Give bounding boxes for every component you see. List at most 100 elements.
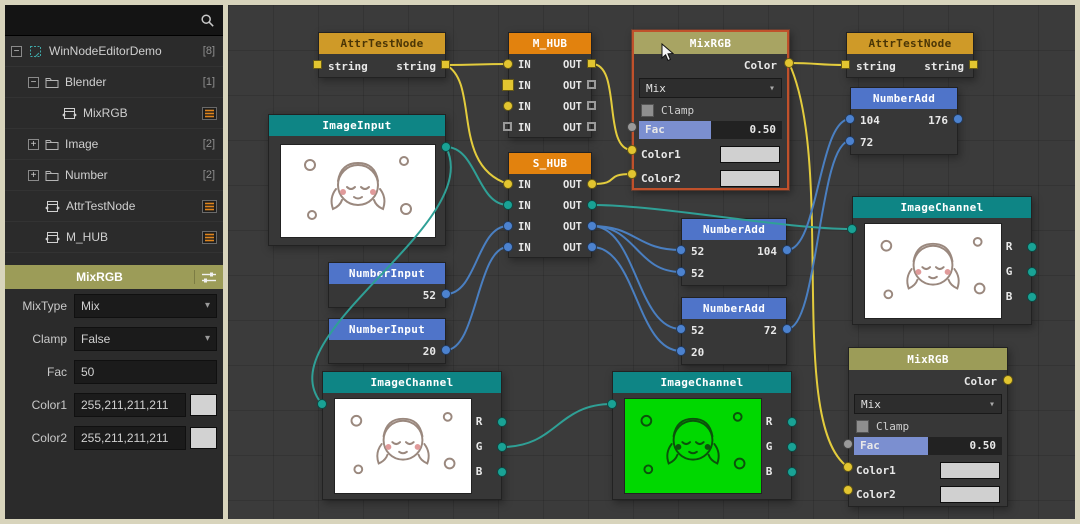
- node-imgin[interactable]: ImageInput: [268, 114, 446, 246]
- socket-blue[interactable]: [503, 242, 513, 252]
- socket-teal[interactable]: [1027, 292, 1037, 302]
- color-swatch[interactable]: [940, 461, 1000, 479]
- socket-yellow[interactable]: [503, 101, 513, 111]
- socket-blue[interactable]: [676, 245, 686, 255]
- socket-gray[interactable]: [843, 439, 853, 449]
- socket-teal[interactable]: [317, 399, 327, 409]
- socket-blue[interactable]: [676, 324, 686, 334]
- socket-yellow[interactable]: [627, 145, 637, 155]
- socket-blue[interactable]: [587, 221, 597, 231]
- hub-badge-icon[interactable]: [202, 230, 217, 244]
- socket-yellow[interactable]: [969, 60, 978, 69]
- hub-badge-icon[interactable]: [202, 199, 217, 213]
- socket-teal[interactable]: [497, 417, 507, 427]
- tree-item-mixrgb[interactable]: MixRGB: [5, 98, 223, 129]
- socket-gray[interactable]: [587, 80, 596, 89]
- sliders-icon[interactable]: [194, 270, 218, 284]
- node-header[interactable]: NumberAdd: [851, 88, 957, 109]
- tree-item-blender[interactable]: −Blender[1]: [5, 67, 223, 98]
- expander-icon[interactable]: −: [11, 45, 22, 57]
- socket-teal[interactable]: [787, 467, 797, 477]
- node-header[interactable]: M_HUB: [509, 33, 591, 54]
- socket-blue[interactable]: [782, 245, 792, 255]
- node-header[interactable]: ImageChannel: [613, 372, 791, 393]
- socket-yellow[interactable]: [441, 60, 450, 69]
- socket-teal[interactable]: [607, 399, 617, 409]
- socket-teal[interactable]: [1027, 267, 1037, 277]
- socket-blue[interactable]: [441, 345, 451, 355]
- socket-blue[interactable]: [441, 289, 451, 299]
- socket-gray[interactable]: [587, 101, 596, 110]
- socket-teal[interactable]: [787, 442, 797, 452]
- socket-yellow[interactable]: [587, 59, 596, 68]
- tree-item-winnodeeditordemo[interactable]: −WinNodeEditorDemo[8]: [5, 36, 223, 67]
- socket-yellow[interactable]: [843, 485, 853, 495]
- node-header[interactable]: NumberAdd: [682, 219, 786, 240]
- color-swatch[interactable]: [190, 393, 217, 416]
- property-field-color2[interactable]: 255,211,211,211: [74, 425, 186, 450]
- socket-yellow[interactable]: [627, 169, 637, 179]
- socket-yellow[interactable]: [503, 179, 513, 189]
- blend-mode-select[interactable]: Mix▾: [639, 78, 782, 98]
- socket-blue[interactable]: [676, 267, 686, 277]
- socket-blue[interactable]: [845, 136, 855, 146]
- socket-gray[interactable]: [503, 122, 512, 131]
- socket-yellow[interactable]: [502, 79, 514, 91]
- node-header[interactable]: ImageChannel: [853, 197, 1031, 218]
- node-header[interactable]: NumberInput: [329, 263, 445, 284]
- socket-yellow[interactable]: [313, 60, 322, 69]
- socket-yellow[interactable]: [1003, 375, 1013, 385]
- socket-gray[interactable]: [587, 122, 596, 131]
- search-icon[interactable]: [200, 13, 215, 28]
- socket-yellow[interactable]: [841, 60, 850, 69]
- socket-blue[interactable]: [587, 242, 597, 252]
- search-input[interactable]: [13, 12, 200, 28]
- color-swatch[interactable]: [720, 169, 780, 187]
- socket-teal[interactable]: [441, 142, 451, 152]
- expander-icon[interactable]: +: [28, 138, 39, 150]
- node-header[interactable]: MixRGB: [849, 348, 1007, 370]
- socket-teal[interactable]: [497, 467, 507, 477]
- property-field-mixtype[interactable]: Mix▾: [74, 293, 217, 318]
- socket-blue[interactable]: [503, 221, 513, 231]
- node-header[interactable]: AttrTestNode: [319, 33, 445, 54]
- node-header[interactable]: ImageInput: [269, 115, 445, 136]
- clamp-checkbox[interactable]: [856, 419, 869, 433]
- socket-gray[interactable]: [627, 122, 637, 132]
- socket-teal[interactable]: [847, 224, 857, 234]
- property-field-fac[interactable]: 50: [74, 359, 217, 384]
- tree-item-number[interactable]: +Number[2]: [5, 160, 223, 191]
- blend-mode-select[interactable]: Mix▾: [854, 394, 1002, 414]
- socket-teal[interactable]: [787, 417, 797, 427]
- socket-teal[interactable]: [1027, 242, 1037, 252]
- tree-item-image[interactable]: +Image[2]: [5, 129, 223, 160]
- node-header[interactable]: S_HUB: [509, 153, 591, 174]
- socket-teal[interactable]: [497, 442, 507, 452]
- tree-item-m_hub[interactable]: M_HUB: [5, 222, 223, 253]
- socket-blue[interactable]: [953, 114, 963, 124]
- socket-teal[interactable]: [587, 200, 597, 210]
- socket-yellow[interactable]: [784, 58, 794, 68]
- socket-teal[interactable]: [503, 200, 513, 210]
- node-header[interactable]: NumberInput: [329, 319, 445, 340]
- node-header[interactable]: MixRGB: [634, 32, 787, 54]
- node-header[interactable]: ImageChannel: [323, 372, 501, 393]
- color-swatch[interactable]: [940, 485, 1000, 503]
- property-field-color1[interactable]: 255,211,211,211: [74, 392, 186, 417]
- expander-icon[interactable]: +: [28, 169, 39, 181]
- socket-yellow[interactable]: [503, 59, 513, 69]
- node-header[interactable]: AttrTestNode: [847, 33, 973, 54]
- socket-yellow[interactable]: [843, 462, 853, 472]
